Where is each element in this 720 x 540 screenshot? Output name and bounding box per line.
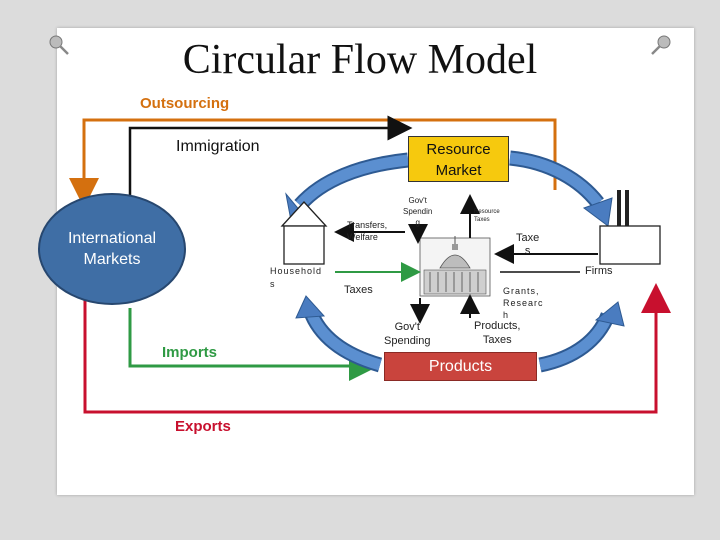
- resource-taxes-label: Resource Taxes: [474, 208, 500, 224]
- firm-taxes-line1: Taxe: [516, 232, 540, 244]
- exports-flow-line: [83, 283, 671, 414]
- govt-spending-small-line2: Spendin: [403, 207, 433, 216]
- immigration-label: Immigration: [176, 138, 260, 155]
- transfers-label-line1: Transfers,: [347, 220, 388, 230]
- imports-label: Imports: [162, 344, 218, 361]
- factory-icon: [599, 190, 661, 265]
- households-label: Household s: [270, 265, 322, 291]
- house-icon: [280, 201, 328, 265]
- govt-spending-small-label: Gov't Spendin g: [403, 195, 432, 228]
- products-taxes-line1: Products,: [474, 320, 521, 332]
- resource-taxes-line1: Resource: [474, 209, 500, 215]
- transfers-label-line2: Welfare: [347, 232, 378, 242]
- firm-taxes-label: Taxe s: [516, 232, 539, 258]
- products-market-box: Products: [384, 352, 537, 381]
- exports-label: Exports: [175, 418, 231, 435]
- resource-market-label-line2: Market: [435, 162, 482, 179]
- govt-spending-label: Gov't Spending: [384, 320, 431, 348]
- grants-research-label: Grants, Researc h: [503, 285, 544, 321]
- household-taxes-label: Taxes: [344, 284, 373, 296]
- grants-line2: Researc: [503, 298, 544, 308]
- pushpin-icon: [651, 35, 671, 55]
- products-taxes-line2: Taxes: [482, 334, 512, 346]
- capitol-building-icon: [419, 236, 491, 297]
- resource-taxes-line2: Taxes: [474, 217, 490, 223]
- imports-flow-line: [128, 308, 379, 381]
- product-flow-arrow-right: [538, 301, 625, 373]
- resource-market-box: Resource Market: [408, 136, 509, 182]
- firm-taxes-line2: s: [524, 245, 531, 257]
- international-markets-circle: International Markets: [38, 193, 186, 305]
- slide-title: Circular Flow Model: [182, 37, 538, 83]
- international-markets-label-line2: Markets: [83, 251, 141, 268]
- outsourcing-label: Outsourcing: [140, 95, 230, 112]
- outsourcing-flow-line: [69, 118, 557, 208]
- resource-flow-arrow-right: [509, 150, 613, 227]
- products-taxes-label: Products, Taxes: [474, 319, 520, 347]
- govt-spending-small-line3: g: [415, 218, 420, 227]
- grants-line1: Grants,: [503, 286, 540, 296]
- govt-spending-line2: Spending: [384, 335, 431, 347]
- govt-spending-line1: Gov't: [394, 321, 420, 333]
- immigration-flow-line: [128, 115, 413, 202]
- households-line1: Household: [270, 266, 323, 276]
- international-markets-label-line1: International: [67, 230, 157, 247]
- govt-spending-small-line1: Gov't: [408, 196, 427, 205]
- pushpin-icon: [49, 35, 69, 55]
- transfers-welfare-label: Transfers, Welfare: [347, 219, 387, 243]
- product-flow-arrow-left: [295, 295, 383, 373]
- grants-line3: h: [503, 310, 510, 320]
- firms-label: Firms: [585, 265, 613, 277]
- resource-market-label-line1: Resource: [426, 141, 491, 158]
- households-line2: s: [270, 279, 276, 289]
